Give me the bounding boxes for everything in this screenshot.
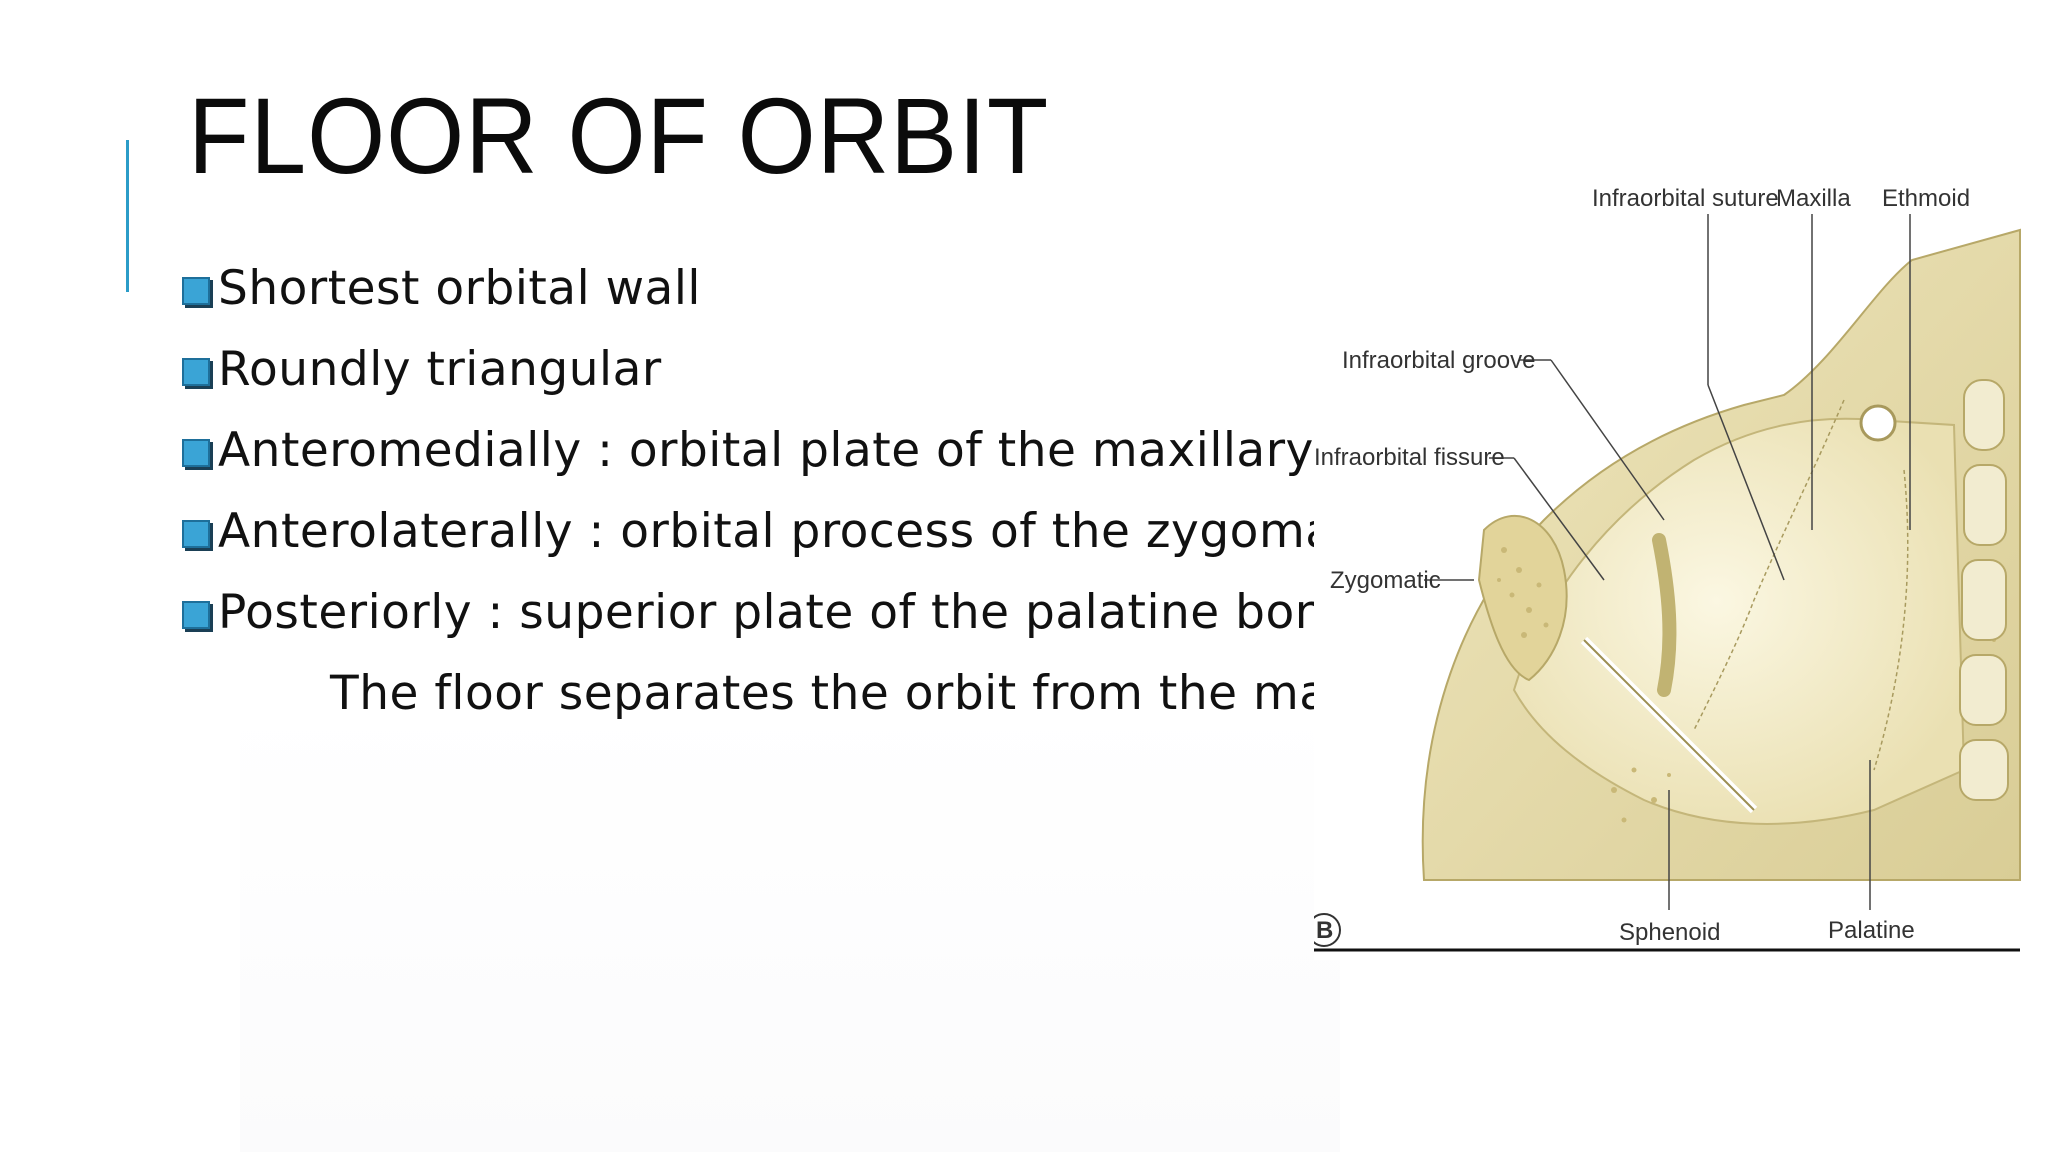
zygomatic-bone	[1477, 514, 1568, 682]
accent-line	[126, 140, 129, 292]
ethmoid-cells	[1959, 379, 2009, 801]
square-bullet-icon	[182, 276, 210, 305]
panel-label: B	[1316, 917, 1333, 944]
bullet-item: Roundly triangular	[182, 329, 1316, 410]
label-infraorbital-suture: Infraorbital suture	[1592, 185, 1779, 212]
square-bullet-icon	[182, 357, 210, 386]
bullet-item: Shortest orbital wall	[182, 248, 1316, 329]
background-shade	[240, 700, 1340, 1152]
label-infraorbital-fissure: Infraorbital fissure	[1314, 444, 1505, 471]
cancellous-dots	[1497, 487, 2007, 823]
label-maxilla: Maxilla	[1776, 185, 1851, 212]
bullet-text: Anterolaterally : orbital process of the…	[218, 504, 1316, 559]
label-zygomatic: Zygomatic	[1330, 567, 1441, 594]
infraorbital-suture-line	[1693, 399, 1845, 731]
square-bullet-icon	[182, 519, 210, 548]
bullet-item: Anteromedially : orbital plate of the ma…	[182, 410, 1316, 491]
bullet-item: Posteriorly : superior plate of the pala…	[182, 572, 1316, 653]
maxilla-palatine-suture	[1873, 469, 1909, 771]
square-bullet-icon	[182, 600, 210, 629]
label-ethmoid: Ethmoid	[1882, 185, 1970, 212]
orbital-floor	[1512, 417, 1966, 825]
orbit-floor-diagram: Infraorbital suture Maxilla Ethmoid Infr…	[1314, 185, 2021, 952]
slide-title: FLOOR OF ORBIT	[188, 75, 1050, 196]
panel-label-badge	[1314, 913, 1341, 947]
fissure-edge	[1583, 639, 1755, 811]
square-bullet-icon	[182, 438, 210, 467]
bullet-item: Anterolaterally : orbital process of the…	[182, 491, 1316, 572]
bullet-list: Shortest orbital wall Roundly triangular…	[182, 248, 1316, 653]
label-sphenoid: Sphenoid	[1619, 919, 1720, 946]
bullet-text: Anteromedially : orbital plate of the ma…	[218, 423, 1316, 478]
bullet-text: Shortest orbital wall	[218, 261, 701, 316]
infraorbital-groove	[1652, 533, 1677, 697]
infraorbital-foramen	[1859, 404, 1897, 442]
slide-body: Shortest orbital wall Roundly triangular…	[182, 248, 1316, 728]
label-palatine: Palatine	[1828, 917, 1915, 944]
bullet-text: Posteriorly : superior plate of the pala…	[218, 585, 1316, 640]
leader-lines	[1424, 214, 1911, 910]
bullet-text: Roundly triangular	[218, 342, 662, 397]
label-infraorbital-groove: Infraorbital groove	[1342, 347, 1535, 374]
note-text: The floor separates the orbit from the m…	[330, 666, 1316, 721]
orbit-floor-illustration: Infraorbital suture Maxilla Ethmoid Infr…	[1314, 170, 2022, 960]
